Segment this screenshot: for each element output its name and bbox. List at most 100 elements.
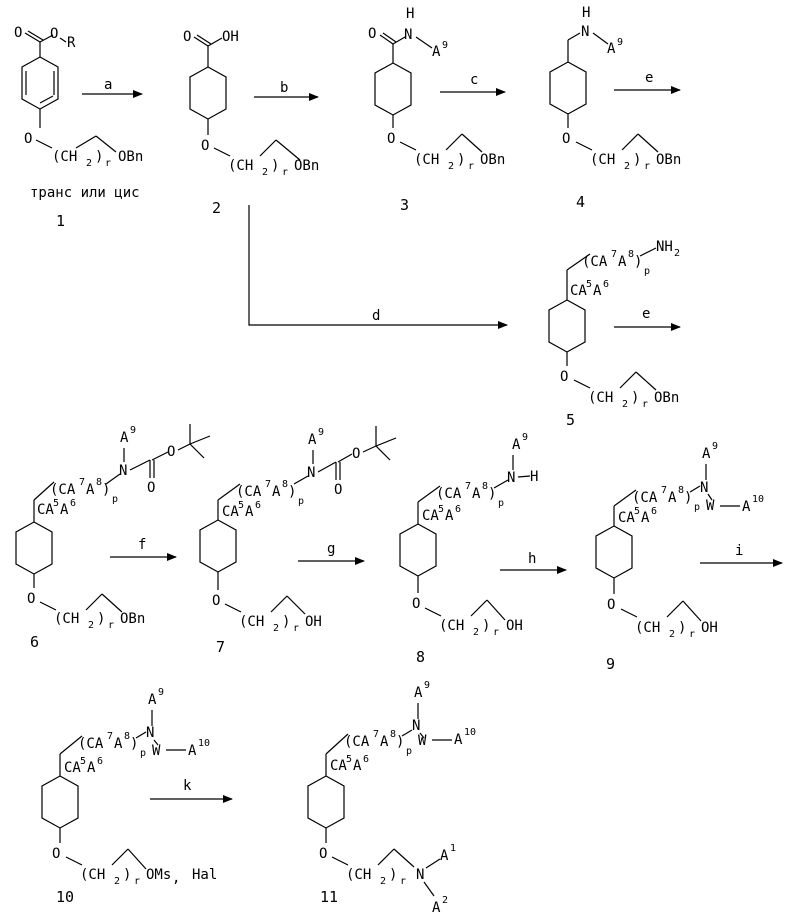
superscript-9: 9 — [442, 40, 448, 51]
group-ca-paren: (CA — [236, 484, 262, 500]
group-nh: NH — [656, 239, 673, 255]
group-ca-paren: (CA — [436, 486, 462, 502]
superscript-5: 5 — [586, 279, 592, 290]
subscript-r: r — [644, 161, 650, 172]
close-paren: ) — [282, 614, 290, 630]
compound-number-2: 2 — [212, 199, 221, 217]
step-label-f: f — [138, 537, 146, 553]
group-obn: OBn — [120, 611, 145, 627]
group-a: A — [353, 758, 362, 774]
subscript-2: 2 — [380, 876, 386, 887]
group-a: A — [472, 486, 481, 502]
group-hal: Hal — [192, 867, 217, 883]
atom-o: O — [24, 131, 32, 147]
superscript-6: 6 — [651, 506, 657, 517]
close-paren: ) — [631, 390, 639, 406]
group-a: A — [593, 283, 602, 299]
group-ca-paren: (CA — [344, 734, 370, 750]
group-a: A — [120, 430, 129, 446]
close-paren: ) — [633, 152, 641, 168]
group-ch: (CH — [588, 390, 613, 406]
subscript-2: 2 — [624, 161, 630, 172]
group-a: A — [641, 510, 650, 526]
compound-7: (CA 7 A 8 ) p N A 9 O O CA 5 A 6 O (CH 2… — [200, 426, 396, 656]
atom-n: N — [507, 470, 515, 486]
group-ch: (CH — [590, 152, 615, 168]
group-ch: (CH — [228, 158, 253, 174]
group-ca-paren: (CA — [582, 254, 608, 270]
atom-r: R — [67, 35, 76, 51]
subscript-2: 2 — [674, 248, 680, 259]
close-paren: ) — [488, 486, 496, 502]
subscript-r: r — [134, 876, 140, 887]
compound-4: H N A 9 O (CH 2 ) r OBn 4 — [550, 5, 681, 211]
step-label-h: h — [528, 551, 536, 567]
group-a: A — [272, 484, 281, 500]
group-ch: (CH — [239, 614, 264, 630]
group-a: A — [454, 732, 463, 748]
group-ch: (CH — [80, 867, 105, 883]
superscript-5: 5 — [53, 498, 59, 509]
group-a: A — [188, 743, 197, 759]
atom-h: H — [530, 469, 538, 485]
subscript-p: p — [112, 494, 118, 505]
step-label-b: b — [280, 80, 288, 96]
atom-n: N — [412, 718, 420, 734]
subscript-2: 2 — [448, 161, 454, 172]
superscript-9: 9 — [522, 432, 528, 443]
atom-n: N — [700, 480, 708, 496]
group-ch: (CH — [54, 611, 79, 627]
superscript-6: 6 — [455, 504, 461, 515]
superscript-6: 6 — [363, 754, 369, 765]
superscript-6: 6 — [70, 498, 76, 509]
atom-w: W — [706, 498, 715, 514]
subscript-p: p — [694, 502, 700, 513]
superscript-7: 7 — [661, 485, 667, 496]
group-oh: OH — [701, 620, 718, 636]
subscript-r: r — [293, 623, 299, 634]
atom-o: O — [560, 369, 568, 385]
atom-o: O — [352, 446, 360, 462]
subscript-2: 2 — [262, 167, 268, 178]
group-ca: CA — [64, 760, 81, 776]
subscript-r: r — [642, 399, 648, 410]
atom-o: O — [27, 591, 35, 607]
group-ch: (CH — [414, 152, 439, 168]
group-a: A — [60, 502, 69, 518]
atom-o: O — [212, 593, 220, 609]
subscript-r: r — [105, 158, 111, 169]
atom-o: O — [201, 138, 209, 154]
step-label-a: a — [104, 77, 112, 93]
atom-h: H — [406, 6, 414, 22]
group-ca-paren: (CA — [632, 490, 658, 506]
atom-n: N — [119, 463, 127, 479]
close-paren: ) — [288, 484, 296, 500]
compound-6: (CA 7 A 8 ) p N A 9 O O CA 5 A 6 O (CH 2… — [16, 424, 210, 651]
compound-2: O OH O (CH 2 ) r OBn 2 — [183, 29, 319, 217]
superscript-2: 2 — [442, 895, 448, 906]
subscript-2: 2 — [622, 399, 628, 410]
group-ca: CA — [422, 508, 439, 524]
subscript-r: r — [282, 167, 288, 178]
close-paren: ) — [396, 734, 404, 750]
group-a: A — [87, 760, 96, 776]
step-label-c: c — [470, 72, 478, 88]
group-obn: OBn — [480, 152, 505, 168]
group-ca-paren: (CA — [50, 482, 76, 498]
atom-o: O — [319, 846, 327, 862]
atom-n: N — [307, 465, 315, 481]
subscript-r: r — [493, 627, 499, 638]
subscript-r: r — [400, 876, 406, 887]
close-paren: ) — [389, 867, 397, 883]
close-paren: ) — [457, 152, 465, 168]
arrow-d — [249, 205, 507, 325]
subscript-p: p — [406, 746, 412, 757]
superscript-5: 5 — [238, 500, 244, 511]
group-oh: OH — [305, 614, 322, 630]
group-obn: OBn — [294, 158, 319, 174]
compound-number-8: 8 — [416, 648, 425, 666]
close-paren: ) — [130, 736, 138, 752]
superscript-10: 10 — [464, 727, 476, 738]
superscript-9: 9 — [617, 37, 623, 48]
